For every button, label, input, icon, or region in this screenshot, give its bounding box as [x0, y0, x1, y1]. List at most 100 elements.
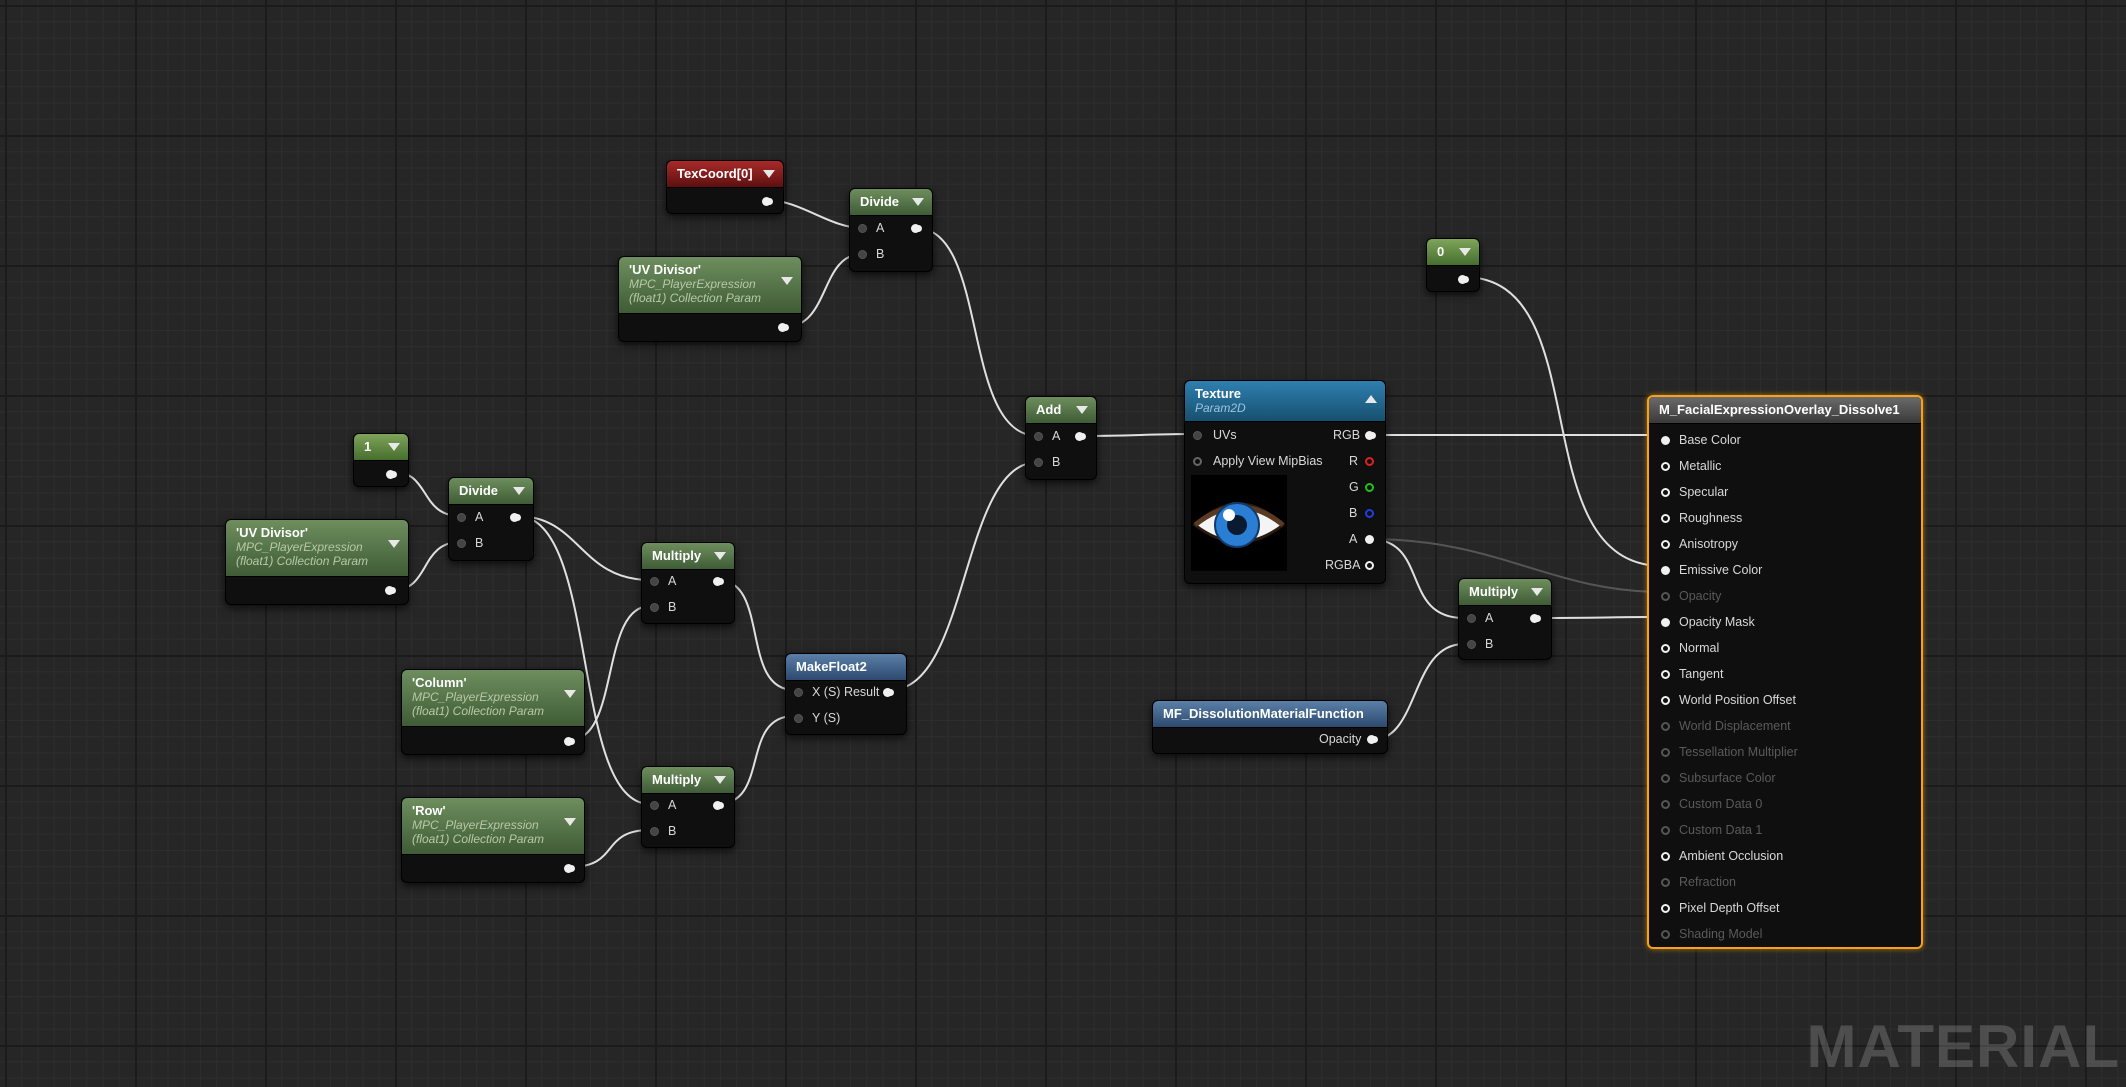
uv-divisor-top-header[interactable]: 'UV Divisor' MPC_PlayerExpression (float…	[619, 257, 801, 314]
collapse-arrow-icon[interactable]	[388, 540, 400, 548]
uv-divisor-left-node[interactable]: 'UV Divisor' MPC_PlayerExpression (float…	[225, 519, 409, 605]
multiply-right-input-a[interactable]	[1467, 614, 1476, 623]
collapse-arrow-icon[interactable]	[763, 170, 775, 178]
material-input-pin[interactable]	[1661, 618, 1670, 627]
constant-one-output[interactable]	[386, 470, 395, 479]
collapse-arrow-icon[interactable]	[1459, 248, 1471, 256]
expand-arrow-icon[interactable]	[1365, 395, 1377, 403]
material-input-pin[interactable]	[1661, 904, 1670, 913]
collapse-arrow-icon[interactable]	[1531, 588, 1543, 596]
makefloat2-result-output[interactable]	[883, 688, 892, 697]
row-param-header[interactable]: 'Row' MPC_PlayerExpression (float1) Coll…	[402, 798, 584, 855]
divide-top-header[interactable]: Divide	[850, 189, 932, 216]
material-input-pin[interactable]	[1661, 514, 1670, 523]
collapse-arrow-icon[interactable]	[564, 690, 576, 698]
texture-mipbias-pin[interactable]	[1193, 457, 1202, 466]
material-input-pin[interactable]	[1661, 748, 1670, 757]
divide-left-input-a[interactable]	[457, 513, 466, 522]
texture-g-output[interactable]	[1365, 483, 1374, 492]
divide-left-node[interactable]: Divide A B	[448, 477, 534, 561]
material-result-node[interactable]: M_FacialExpressionOverlay_Dissolve1 Base…	[1647, 395, 1923, 949]
multiply-bottom-input-a[interactable]	[650, 801, 659, 810]
material-input-pin[interactable]	[1661, 540, 1670, 549]
multiply-right-node[interactable]: Multiply A B	[1458, 578, 1552, 660]
add-input-b[interactable]	[1034, 458, 1043, 467]
constant-one-node[interactable]: 1	[353, 433, 409, 487]
multiply-top-node[interactable]: Multiply A B	[641, 542, 735, 624]
divide-top-input-a[interactable]	[858, 224, 867, 233]
dissolution-function-header[interactable]: MF_DissolutionMaterialFunction	[1153, 701, 1387, 728]
collapse-arrow-icon[interactable]	[781, 277, 793, 285]
constant-zero-output[interactable]	[1458, 275, 1467, 284]
multiply-top-input-a[interactable]	[650, 577, 659, 586]
collapse-arrow-icon[interactable]	[714, 776, 726, 784]
material-input-pin[interactable]	[1661, 930, 1670, 939]
texture-node[interactable]: Texture Param2D UVs Apply View MipBias R…	[1184, 380, 1386, 584]
material-input-pin[interactable]	[1661, 644, 1670, 653]
add-node[interactable]: Add A B	[1025, 396, 1097, 480]
row-param-node[interactable]: 'Row' MPC_PlayerExpression (float1) Coll…	[401, 797, 585, 883]
material-result-header[interactable]: M_FacialExpressionOverlay_Dissolve1	[1649, 397, 1921, 424]
add-output[interactable]	[1075, 432, 1084, 441]
collapse-arrow-icon[interactable]	[1076, 406, 1088, 414]
material-input-pin[interactable]	[1661, 670, 1670, 679]
multiply-top-output[interactable]	[713, 577, 722, 586]
makefloat2-x-input[interactable]	[794, 688, 803, 697]
texcoord-output-pin[interactable]	[762, 197, 771, 206]
dissolution-function-node[interactable]: MF_DissolutionMaterialFunction Opacity	[1152, 700, 1388, 754]
uv-divisor-top-output[interactable]	[778, 323, 787, 332]
add-input-a[interactable]	[1034, 432, 1043, 441]
constant-zero-node[interactable]: 0	[1426, 238, 1480, 292]
multiply-bottom-output[interactable]	[713, 801, 722, 810]
material-input-pin[interactable]	[1661, 436, 1670, 445]
multiply-right-input-b[interactable]	[1467, 640, 1476, 649]
constant-zero-header[interactable]: 0	[1427, 239, 1479, 266]
column-param-node[interactable]: 'Column' MPC_PlayerExpression (float1) C…	[401, 669, 585, 755]
material-input-pin[interactable]	[1661, 852, 1670, 861]
texcoord-header[interactable]: TexCoord[0]	[667, 161, 783, 188]
collapse-arrow-icon[interactable]	[714, 552, 726, 560]
texcoord-node[interactable]: TexCoord[0]	[666, 160, 784, 214]
material-input-pin[interactable]	[1661, 826, 1670, 835]
texture-rgba-output[interactable]	[1365, 561, 1374, 570]
multiply-bottom-input-b[interactable]	[650, 827, 659, 836]
divide-top-output[interactable]	[911, 224, 920, 233]
row-param-output[interactable]	[564, 864, 573, 873]
texture-uvs-pin[interactable]	[1193, 431, 1202, 440]
texture-r-output[interactable]	[1365, 457, 1374, 466]
collapse-arrow-icon[interactable]	[564, 818, 576, 826]
texture-a-output[interactable]	[1365, 535, 1374, 544]
multiply-bottom-header[interactable]: Multiply	[642, 767, 734, 794]
material-input-pin[interactable]	[1661, 566, 1670, 575]
divide-left-input-b[interactable]	[457, 539, 466, 548]
uv-divisor-top-node[interactable]: 'UV Divisor' MPC_PlayerExpression (float…	[618, 256, 802, 342]
material-input-pin[interactable]	[1661, 722, 1670, 731]
dissolution-opacity-output[interactable]	[1367, 735, 1376, 744]
material-input-pin[interactable]	[1661, 592, 1670, 601]
material-input-pin[interactable]	[1661, 488, 1670, 497]
texture-b-output[interactable]	[1365, 509, 1374, 518]
material-input-pin[interactable]	[1661, 774, 1670, 783]
constant-one-header[interactable]: 1	[354, 434, 408, 461]
multiply-bottom-node[interactable]: Multiply A B	[641, 766, 735, 848]
divide-top-input-b[interactable]	[858, 250, 867, 259]
divide-left-header[interactable]: Divide	[449, 478, 533, 505]
multiply-top-header[interactable]: Multiply	[642, 543, 734, 570]
column-param-output[interactable]	[564, 737, 573, 746]
texture-header[interactable]: Texture Param2D	[1185, 381, 1385, 422]
makefloat2-y-input[interactable]	[794, 714, 803, 723]
makefloat2-header[interactable]: MakeFloat2	[786, 654, 906, 681]
collapse-arrow-icon[interactable]	[513, 487, 525, 495]
multiply-top-input-b[interactable]	[650, 603, 659, 612]
multiply-right-header[interactable]: Multiply	[1459, 579, 1551, 606]
material-input-pin[interactable]	[1661, 696, 1670, 705]
collapse-arrow-icon[interactable]	[388, 443, 400, 451]
material-input-pin[interactable]	[1661, 462, 1670, 471]
material-input-pin[interactable]	[1661, 800, 1670, 809]
uv-divisor-left-output[interactable]	[385, 586, 394, 595]
divide-left-output[interactable]	[510, 513, 519, 522]
uv-divisor-left-header[interactable]: 'UV Divisor' MPC_PlayerExpression (float…	[226, 520, 408, 577]
texture-rgb-output[interactable]	[1365, 431, 1374, 440]
divide-top-node[interactable]: Divide A B	[849, 188, 933, 272]
multiply-right-output[interactable]	[1530, 614, 1539, 623]
